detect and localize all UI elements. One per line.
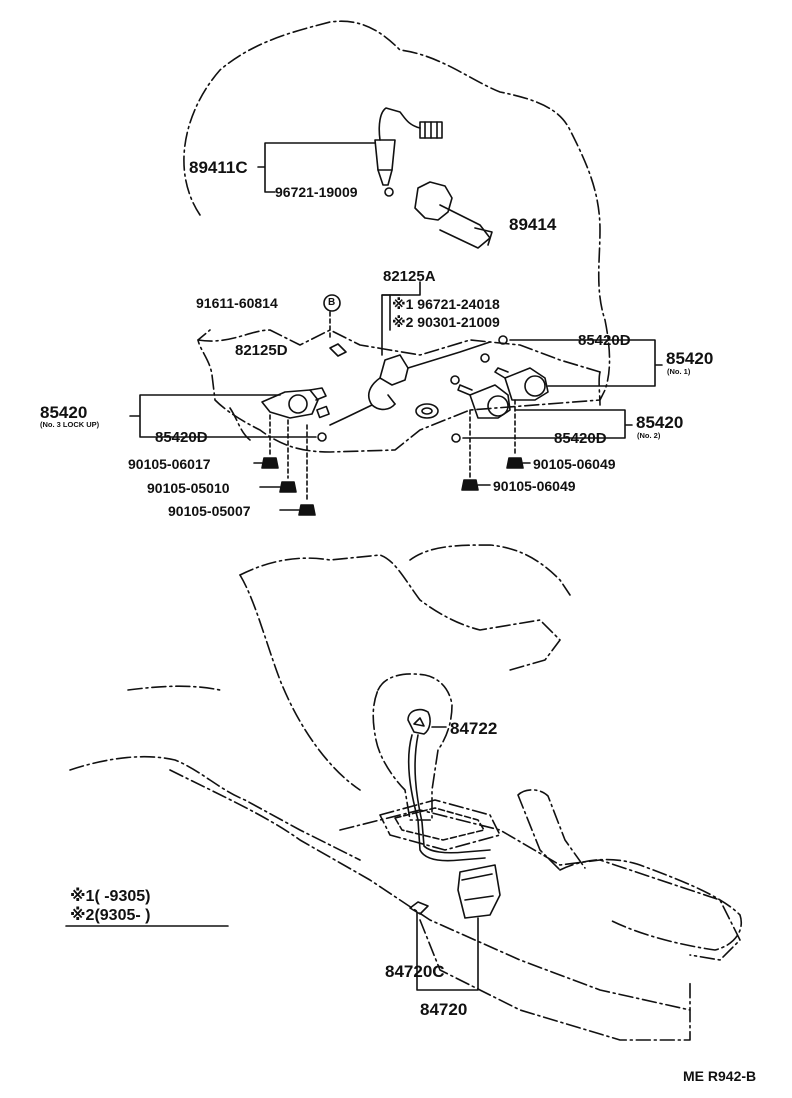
knob-wire-2 <box>414 734 491 854</box>
console-top <box>339 809 741 961</box>
part-label-85420-no2: 85420 <box>636 413 684 432</box>
harness-82125a <box>329 294 491 426</box>
clamp-82125d <box>329 343 347 357</box>
part-label-89414: 89414 <box>509 215 557 234</box>
console-outline <box>169 769 691 1011</box>
leader-89411c <box>257 142 376 193</box>
part-label-85420d-top: 85420D <box>578 332 631 349</box>
knob-wire <box>407 734 486 862</box>
footnote-1: ※1( -9305) <box>70 888 151 905</box>
floor-tunnel-right <box>409 544 571 596</box>
shift-gate-inner <box>394 807 485 841</box>
part-label-96721-19009: 96721-19009 <box>275 184 358 200</box>
part-label-90105-05007: 90105-05007 <box>168 503 251 519</box>
part-label-91611-60814: 91611-60814 <box>196 295 278 311</box>
part-label-84720: 84720 <box>420 1000 468 1019</box>
carpet-line <box>69 685 361 861</box>
shift-knob <box>372 673 453 821</box>
part-label-85420d-bottom: 85420D <box>554 430 607 447</box>
o-ring-85420d-bottom <box>451 433 461 443</box>
switch-84722 <box>407 708 431 735</box>
part-label-82125d: 82125D <box>235 342 288 359</box>
leader-85420-no1 <box>509 339 663 387</box>
case-lower-flange <box>197 329 601 373</box>
armrest <box>559 858 742 951</box>
transmission-case-outline <box>183 20 611 453</box>
part-label-90105-06049-b: 90105-06049 <box>493 478 576 494</box>
part-label-82125a: 82125A <box>383 268 436 285</box>
bolt-heads <box>261 457 524 516</box>
part-label-90105-06049-a: 90105-06049 <box>533 456 616 472</box>
case-right-wall <box>229 371 601 441</box>
part-label-90301-21009: ※2 90301-21009 <box>392 314 500 330</box>
o-ring-85420d-top <box>498 335 508 345</box>
bolt-marker-circle <box>323 294 341 312</box>
part-sublabel-no3: (No. 3 LOCK UP) <box>40 420 100 429</box>
driven-gear-89414 <box>414 181 493 249</box>
part-label-96721-24018: ※1 96721-24018 <box>392 296 500 312</box>
part-label-85420-no1: 85420 <box>666 349 714 368</box>
footnote-2: ※2(9305- ) <box>70 907 151 924</box>
leader-85420-no3 <box>129 394 317 438</box>
part-sublabel-no2: (No. 2) <box>637 431 661 440</box>
connector-84720 <box>457 864 501 919</box>
floor-left-outline <box>239 574 361 791</box>
clip-84720c <box>409 901 429 915</box>
o-ring-96721-19009 <box>384 187 394 197</box>
part-label-89411c: 89411C <box>189 158 248 177</box>
part-label-84722: 84722 <box>450 719 498 738</box>
floor-tunnel-outline <box>239 554 561 671</box>
parking-brake-lever <box>517 789 586 871</box>
solenoid-no1 <box>480 353 549 401</box>
leader-82125a <box>381 281 421 296</box>
solenoid-no2 <box>450 375 511 419</box>
leader-85420-no2 <box>462 409 633 439</box>
gasket-90301-21009 <box>415 403 439 419</box>
part-label-90105-05010: 90105-05010 <box>147 480 230 496</box>
part-label-84720c: 84720C <box>385 962 445 981</box>
part-label-90105-06017: 90105-06017 <box>128 456 211 472</box>
bolt-marker-letter: B <box>328 297 336 308</box>
sensor-89411c <box>374 107 443 186</box>
o-ring-85420d-left <box>317 432 327 442</box>
part-sublabel-no1: (No. 1) <box>667 367 691 376</box>
part-label-85420-no3: 85420 <box>40 403 88 422</box>
drawing-code: ME R942-B <box>683 1068 757 1084</box>
gasket-inner <box>421 407 433 415</box>
bolt-leaders <box>253 462 531 511</box>
solenoid-no3 <box>261 387 330 419</box>
part-label-85420d-left: 85420D <box>155 429 208 446</box>
shift-gate <box>379 799 501 851</box>
console-front-wall <box>419 919 691 1041</box>
leader-84720 <box>416 911 479 991</box>
